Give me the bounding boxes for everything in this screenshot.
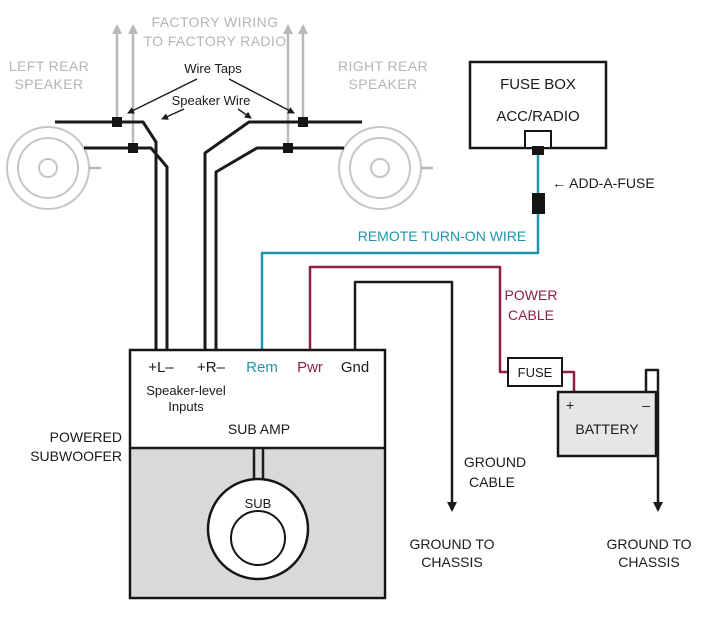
right-rear-speaker-label: RIGHT REAR bbox=[338, 58, 428, 74]
left-speaker-wire bbox=[55, 120, 158, 352]
amp-terminal-pwr: Pwr bbox=[297, 359, 323, 376]
left-speaker-wire bbox=[84, 146, 169, 352]
fuse-box-terminal bbox=[532, 146, 544, 155]
ground-to-chassis-label: CHASSIS bbox=[618, 554, 679, 570]
wire-taps-pointer-icon bbox=[127, 78, 198, 114]
speaker-wire-label: Speaker Wire bbox=[172, 93, 251, 108]
factory-wiring-label: FACTORY WIRING bbox=[152, 14, 279, 30]
right-speaker-wire bbox=[214, 146, 344, 352]
left-rear-speaker-label: LEFT REAR bbox=[9, 58, 89, 74]
wire-tap-icon bbox=[298, 117, 308, 127]
add-a-fuse-icon bbox=[532, 193, 545, 214]
wire-taps-pointer-icon bbox=[228, 78, 295, 114]
add-a-fuse-label: ← ADD-A-FUSE bbox=[552, 175, 655, 191]
speaker-level-inputs-label: Inputs bbox=[168, 399, 204, 414]
battery-label: BATTERY bbox=[575, 421, 639, 437]
wire-tap-icon bbox=[128, 143, 138, 153]
sub-amp-label: SUB AMP bbox=[228, 421, 290, 437]
left-rear-speaker-label: SPEAKER bbox=[15, 76, 84, 92]
power-cable-label: CABLE bbox=[508, 307, 554, 323]
ground-to-chassis-label: GROUND TO bbox=[606, 536, 691, 552]
amp-terminal-gnd: Gnd bbox=[341, 359, 369, 376]
ground-cable-label: CABLE bbox=[469, 474, 515, 490]
speaker-wire-pointer-icon bbox=[237, 108, 252, 119]
right-rear-speaker-label: SPEAKER bbox=[349, 76, 418, 92]
power-cable-wire bbox=[308, 265, 508, 374]
wire-taps-label: Wire Taps bbox=[184, 61, 242, 76]
battery bbox=[556, 390, 658, 458]
speaker-level-inputs-label: Speaker-level bbox=[146, 383, 226, 398]
acc-radio-label: ACC/RADIO bbox=[496, 108, 579, 125]
amp-terminal-rem: Rem bbox=[246, 359, 278, 376]
right-speaker-wire bbox=[203, 120, 362, 352]
speaker-wire-pointer-icon bbox=[161, 108, 185, 120]
wire-tap-icon bbox=[283, 143, 293, 153]
battery-ground-wire bbox=[644, 368, 663, 512]
battery-plus-terminal: + bbox=[566, 397, 574, 413]
ground-cable-label: GROUND bbox=[464, 454, 526, 470]
wire-tap-icon bbox=[112, 117, 122, 127]
sub-label: SUB bbox=[245, 496, 272, 511]
fuse-to-battery-wire bbox=[562, 370, 576, 392]
battery-minus-terminal: – bbox=[642, 397, 650, 413]
fuse-box-title: FUSE BOX bbox=[500, 76, 576, 93]
powered-subwoofer-label: SUBWOOFER bbox=[30, 448, 122, 464]
left-rear-speaker-icon bbox=[6, 126, 101, 210]
inline-fuse-label: FUSE bbox=[518, 365, 553, 380]
sub-driver-cone-icon bbox=[230, 510, 286, 566]
ground-cable-wire bbox=[353, 280, 457, 512]
ground-to-chassis-label: GROUND TO bbox=[409, 536, 494, 552]
right-rear-speaker-icon bbox=[338, 126, 433, 210]
powered-subwoofer-label: POWERED bbox=[50, 429, 122, 445]
fuse-box-socket bbox=[524, 130, 552, 149]
power-cable-label: POWER bbox=[505, 287, 558, 303]
amp-terminal-left: +L– bbox=[148, 359, 174, 376]
inline-fuse bbox=[507, 357, 563, 387]
remote-turn-on-label: REMOTE TURN-ON WIRE bbox=[358, 228, 527, 244]
factory-wiring-label: TO FACTORY RADIO bbox=[143, 33, 286, 49]
ground-to-chassis-label: CHASSIS bbox=[421, 554, 482, 570]
amp-terminal-right: +R– bbox=[197, 359, 226, 376]
